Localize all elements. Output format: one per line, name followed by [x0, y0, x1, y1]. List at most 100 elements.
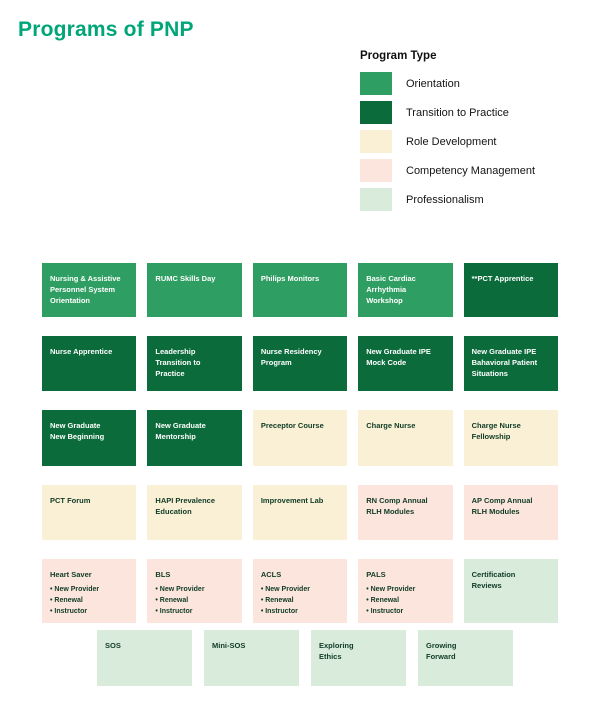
program-box: Mini-SOS: [204, 630, 299, 686]
program-bullet-list: • New Provider • Renewal • Instructor: [366, 585, 446, 618]
program-bullet: • New Provider: [260, 585, 310, 593]
program-box: Exploring Ethics: [311, 630, 406, 686]
program-box: Charge Nurse: [358, 410, 453, 466]
program-box: New Graduate Mentorship: [147, 410, 242, 466]
program-title: PALS: [366, 570, 386, 579]
legend-label: Role Development: [406, 135, 497, 148]
program-box: New Graduate New Beginning: [42, 410, 137, 466]
legend-item: Professionalism: [360, 188, 535, 211]
program-box: BLS • New Provider • Renewal • Instructor: [147, 559, 242, 624]
program-title: Heart Saver: [50, 570, 92, 579]
program-row: New Graduate New Beginning New Graduate M…: [42, 410, 559, 466]
program-box: Improvement Lab: [252, 485, 348, 540]
legend-swatch: [360, 72, 392, 95]
bottom-row: SOS Mini-SOS Exploring Ethics Growing Forwa…: [97, 630, 513, 686]
program-title: Nursing & Assistive Personnel System Ori…: [50, 274, 121, 305]
program-box: AP Comp Annual RLH Modules: [463, 485, 559, 540]
program-box: Nurse Apprentice: [42, 336, 137, 391]
program-row: Heart Saver • New Provider • Renewal • Inst…: [42, 559, 559, 624]
program-box: Heart Saver • New Provider • Renewal • Inst…: [42, 559, 137, 624]
program-box: Basic Cardiac Arrhythmia Workshop: [358, 263, 453, 317]
program-title: Certification Reviews: [471, 570, 516, 590]
program-row: Nursing & Assistive Personnel System Ori…: [42, 263, 559, 317]
program-box: **PCT Apprentice: [463, 263, 559, 317]
legend-label: Transition to Practice: [406, 106, 509, 119]
legend-item: Orientation: [360, 72, 535, 95]
program-title: Nurse Residency Program: [260, 347, 322, 367]
program-box: Philips Monitors: [252, 263, 348, 317]
program-bullet: • New Provider: [366, 585, 416, 593]
program-title: New Graduate Mentorship: [155, 421, 206, 441]
legend-swatch: [360, 130, 392, 153]
program-title: Mini-SOS: [212, 641, 246, 650]
program-bullet-list: • New Provider • Renewal • Instructor: [155, 585, 235, 618]
program-bullet: • Renewal: [155, 596, 189, 604]
program-title: **PCT Apprentice: [471, 274, 534, 283]
legend-label: Professionalism: [406, 193, 484, 206]
program-bullet: • Instructor: [155, 607, 193, 615]
program-title: Exploring Ethics: [319, 641, 354, 661]
program-title: New Graduate New Beginning: [50, 421, 105, 441]
legend-item: Competency Management: [360, 159, 535, 182]
program-title: New Graduate IPE Mock Code: [366, 347, 431, 367]
program-box: ACLS • New Provider • Renewal • Instructor: [252, 559, 348, 624]
legend-item: Transition to Practice: [360, 101, 535, 124]
program-title: Growing Forward: [426, 641, 457, 661]
program-title: SOS: [105, 641, 121, 650]
program-grid: Nursing & Assistive Personnel System Ori…: [42, 263, 559, 642]
program-bullet: • Renewal: [50, 596, 83, 604]
program-box: PCT Forum: [42, 485, 137, 540]
program-title: Philips Monitors: [260, 274, 320, 283]
program-box: Nursing & Assistive Personnel System Ori…: [42, 263, 137, 317]
program-box: PALS • New Provider • Renewal • Instructor: [358, 559, 453, 624]
legend-swatch: [360, 188, 392, 211]
program-box: RN Comp Annual RLH Modules: [358, 485, 453, 540]
program-title: New Graduate IPE Bahavioral Patient Situ…: [471, 347, 538, 378]
program-title: ACLS: [260, 570, 282, 579]
program-title: PCT Forum: [50, 496, 91, 505]
program-title: Charge Nurse: [366, 421, 416, 430]
program-bullet-list: • New Provider • Renewal • Instructor: [50, 585, 130, 618]
legend-item: Role Development: [360, 130, 535, 153]
page-title: Programs of PNP: [18, 18, 194, 41]
program-row: Nurse Apprentice Leadership Transition to…: [42, 336, 559, 391]
program-title: Improvement Lab: [260, 496, 324, 505]
program-bullet: • New Provider: [155, 585, 205, 593]
program-box: SOS: [97, 630, 192, 686]
program-box: New Graduate IPE Mock Code: [358, 336, 453, 391]
program-box: Leadership Transition to Practice: [147, 336, 242, 391]
program-title: RUMC Skills Day: [155, 274, 216, 283]
program-title: HAPI Prevalence Education: [155, 496, 216, 516]
program-title: Leadership Transition to Practice: [155, 347, 201, 378]
program-bullet: • Renewal: [366, 596, 400, 604]
program-title: Charge Nurse Fellowship: [471, 421, 521, 441]
legend-label: Competency Management: [406, 164, 536, 177]
program-box: Nurse Residency Program: [252, 336, 348, 391]
legend-swatch: [360, 159, 392, 182]
program-bullet: • Instructor: [50, 607, 88, 615]
program-title: AP Comp Annual RLH Modules: [471, 496, 533, 516]
program-box: Growing Forward: [418, 630, 513, 686]
program-bullet: • New Provider: [50, 585, 100, 593]
program-bullet-list: • New Provider • Renewal • Instructor: [261, 585, 341, 618]
program-box: Charge Nurse Fellowship: [463, 410, 559, 466]
program-title: RN Comp Annual RLH Modules: [366, 496, 428, 516]
legend-label: Orientation: [406, 77, 460, 90]
legend-title: Program Type: [360, 50, 437, 62]
program-box: Preceptor Course: [252, 410, 348, 466]
program-bullet: • Renewal: [260, 596, 294, 604]
program-box: Certification Reviews: [463, 559, 559, 624]
program-title: Preceptor Course: [260, 421, 324, 430]
program-row: PCT Forum HAPI Prevalence Education Improv…: [42, 485, 559, 540]
program-box: HAPI Prevalence Education: [147, 485, 242, 540]
program-bullet: • Instructor: [366, 607, 404, 615]
program-box: New Graduate IPE Bahavioral Patient Situ…: [463, 336, 559, 391]
program-title: Nurse Apprentice: [50, 347, 113, 356]
program-title: BLS: [155, 570, 171, 579]
program-bullet: • Instructor: [260, 607, 298, 615]
program-title: Basic Cardiac Arrhythmia Workshop: [366, 274, 416, 305]
program-box: RUMC Skills Day: [147, 263, 242, 317]
